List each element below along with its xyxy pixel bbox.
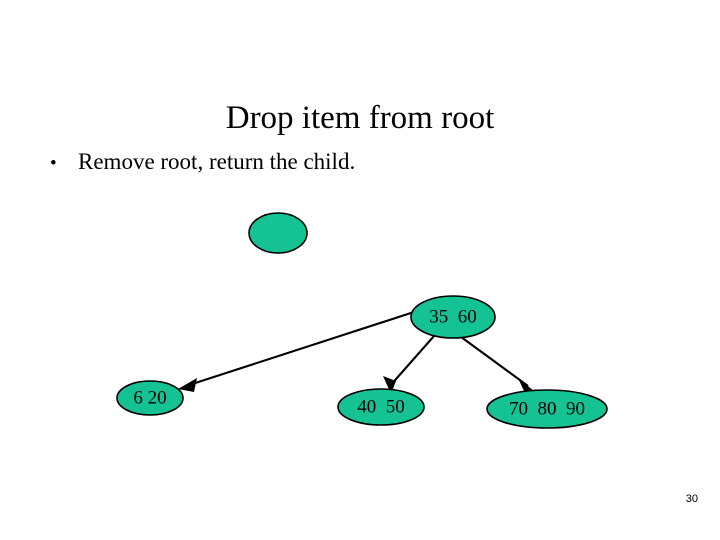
node-label: 70 80 90 <box>509 398 585 419</box>
edge-line <box>185 311 415 387</box>
edge-root-to-right <box>456 333 534 391</box>
edge-root-to-left <box>178 311 415 392</box>
edge-root-to-middle <box>383 335 435 394</box>
page-title: Drop item from root <box>225 100 495 137</box>
node-shape[interactable] <box>116 380 184 416</box>
bullet-point-icon: • <box>50 153 57 174</box>
node-child-right[interactable]: 70 80 90 <box>486 389 608 429</box>
node-shape[interactable] <box>248 212 308 254</box>
node-shape[interactable] <box>486 389 608 429</box>
edge-line <box>388 335 435 388</box>
node-label: 40 50 <box>357 396 405 417</box>
bullet-list: • Remove root, return the child. <box>50 146 670 180</box>
list-item-label: Remove root, return the child. <box>78 149 356 174</box>
node-label: 35 60 <box>429 306 477 327</box>
node-child-middle[interactable]: 40 50 <box>337 388 425 426</box>
edge-group <box>178 311 534 394</box>
arrowhead-icon <box>383 376 396 394</box>
node-removed-root[interactable] <box>248 212 308 254</box>
edge-line <box>456 333 529 387</box>
node-shape[interactable] <box>410 295 496 339</box>
page-number: 30 <box>685 493 698 505</box>
node-new-root[interactable]: 35 60 <box>410 295 496 339</box>
node-shape[interactable] <box>337 388 425 426</box>
list-item: • Remove root, return the child. <box>50 146 670 180</box>
arrowhead-icon <box>518 378 534 391</box>
node-child-left[interactable]: 6 20 <box>116 380 184 416</box>
arrowhead-icon <box>178 378 197 392</box>
node-label: 6 20 <box>133 387 166 408</box>
